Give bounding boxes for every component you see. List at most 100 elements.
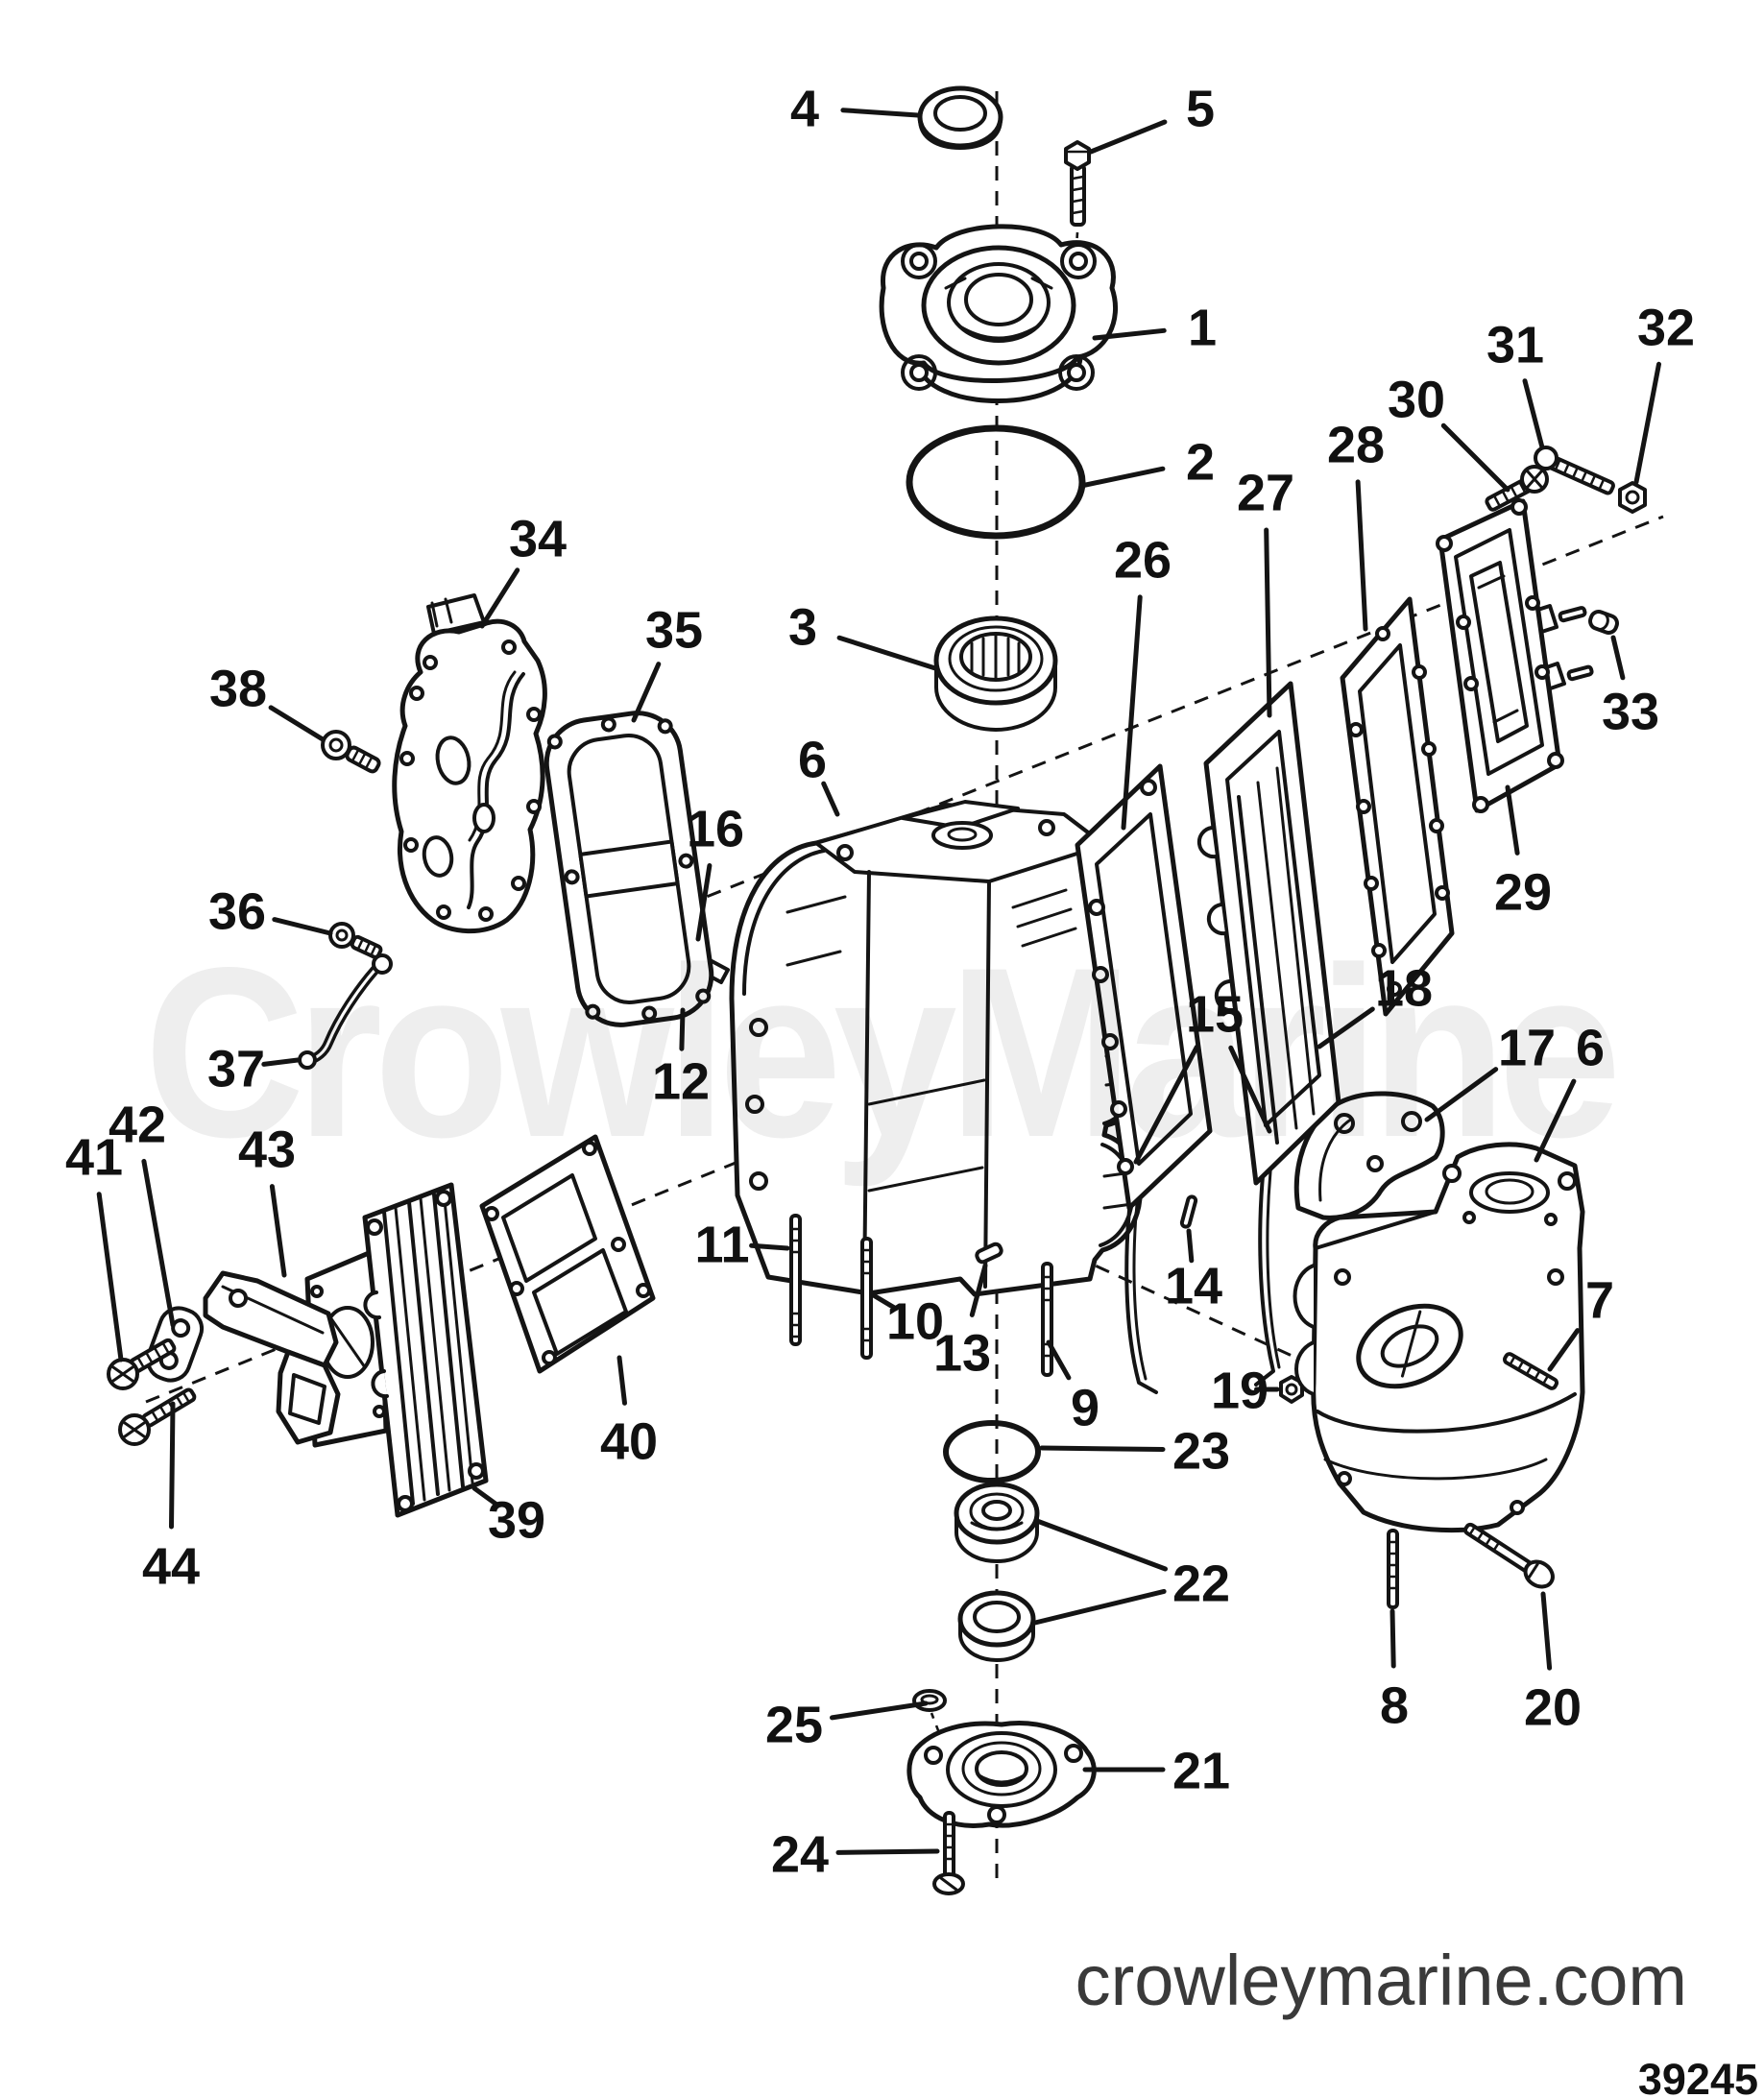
part-exhaust-divider-plate-27: [1196, 681, 1341, 1186]
callout-39: 39: [488, 1491, 545, 1549]
part-exhaust-cover-29: [1436, 498, 1594, 813]
part-reed-block-39: [362, 1182, 489, 1518]
leader-line-22: [1034, 1518, 1168, 1572]
callout-41: 41: [65, 1128, 123, 1186]
callout-36: 36: [208, 882, 266, 940]
callout-19: 19: [1211, 1362, 1269, 1419]
callout-4: 4: [790, 80, 819, 137]
callout-24: 24: [771, 1825, 829, 1883]
callout-31: 31: [1486, 316, 1544, 374]
part-bolt-5: [1064, 140, 1091, 227]
callout-17: 17: [1498, 1019, 1556, 1076]
part-water-jacket-gasket-26: [1075, 763, 1213, 1211]
leader-line-4: [840, 108, 921, 118]
leader-line-15: [1133, 1044, 1199, 1165]
callout-26: 26: [1114, 531, 1172, 589]
part-seal-washer-22b: [957, 1590, 1036, 1662]
callout-22: 22: [1172, 1555, 1230, 1612]
leader-line-40: [616, 1355, 627, 1406]
leader-line-31: [1522, 378, 1545, 450]
callout-6: 6: [1576, 1019, 1605, 1076]
callout-37: 37: [207, 1040, 265, 1097]
callout-38: 38: [209, 660, 267, 717]
leader-line-12: [679, 1007, 686, 1051]
leader-line-35: [631, 662, 662, 723]
callout-1: 1: [1188, 299, 1217, 356]
callout-18: 18: [1375, 959, 1433, 1017]
part-bolt-31: [1534, 446, 1615, 495]
leader-line-27: [1264, 527, 1272, 718]
callout-42: 42: [109, 1096, 166, 1153]
leader-line-33: [1610, 635, 1626, 681]
leader-line-11: [749, 1242, 790, 1251]
part-cylinder-block-6: [729, 800, 1147, 1297]
leader-line-43: [269, 1184, 287, 1278]
part-bypass-cover-34: [392, 593, 547, 934]
part-crankcase-half-6: [1293, 1142, 1585, 1533]
leader-line-20: [1540, 1591, 1553, 1671]
part-exhaust-cover-gasket-28: [1340, 596, 1455, 1017]
document-number: 39245: [1637, 2055, 1758, 2098]
callout-15: 15: [1186, 985, 1244, 1043]
leader-line-23: [1039, 1445, 1166, 1452]
part-lower-end-cap-21: [906, 1721, 1097, 1828]
part-pin-14: [1179, 1194, 1198, 1229]
leader-line-10: [869, 1291, 899, 1312]
leader-line-32: [1633, 361, 1661, 485]
callout-27: 27: [1237, 464, 1294, 521]
part-check-valve-link-37: [298, 953, 393, 1070]
leader-line-38: [268, 705, 326, 742]
leader-line-37: [261, 1057, 301, 1067]
leader-line-17: [1424, 1067, 1499, 1122]
callout-14: 14: [1165, 1257, 1222, 1314]
callout-20: 20: [1524, 1678, 1582, 1736]
footer-site-url: crowleymarine.com: [1075, 1941, 1687, 2020]
leader-line-26: [1121, 594, 1143, 831]
part-upper-end-cap-1: [879, 224, 1119, 403]
part-bracket-43: [203, 1270, 341, 1445]
callout-16: 16: [687, 800, 744, 857]
callout-5: 5: [1186, 80, 1215, 137]
leader-line-42: [141, 1158, 176, 1328]
leader-line-41: [96, 1192, 124, 1362]
callout-3: 3: [788, 598, 817, 656]
leader-line-36: [272, 917, 333, 936]
leader-line-9: [1046, 1339, 1072, 1381]
callout-2: 2: [1186, 433, 1215, 491]
callout-30: 30: [1388, 371, 1445, 428]
part-stud-7: [1502, 1352, 1559, 1390]
part-bolt-20: [1463, 1522, 1555, 1589]
part-screw-38: [321, 730, 381, 774]
leader-line-34: [479, 567, 520, 629]
leader-line-6: [1534, 1078, 1577, 1163]
part-stud-11: [789, 1214, 802, 1346]
part-thrust-washer-4: [917, 85, 1003, 150]
callout-43: 43: [238, 1121, 296, 1178]
leader-line-15: [1228, 1045, 1272, 1134]
part-o-ring-23: [943, 1420, 1041, 1483]
part-bolt-41: [107, 1338, 177, 1390]
part-bolt-24: [932, 1811, 965, 1895]
callout-21: 21: [1172, 1742, 1230, 1799]
leader-line-3: [836, 635, 938, 671]
callout-40: 40: [600, 1412, 658, 1470]
leader-line-30: [1440, 422, 1510, 493]
callout-6: 6: [798, 731, 827, 788]
leader-line-44: [169, 1401, 176, 1530]
callout-35: 35: [645, 601, 703, 659]
leader-line-8: [1389, 1608, 1396, 1669]
callout-34: 34: [509, 510, 567, 567]
callout-12: 12: [652, 1052, 710, 1110]
callout-44: 44: [142, 1537, 200, 1595]
leader-line-25: [830, 1700, 929, 1721]
callout-10: 10: [886, 1292, 944, 1350]
part-oil-seal-22a: [954, 1482, 1040, 1563]
part-nut-32: [1618, 481, 1647, 514]
leader-lines: [96, 108, 1661, 1855]
part-stud-8: [1387, 1529, 1399, 1609]
part-intake-gasket-40: [479, 1134, 656, 1374]
leader-line-16: [695, 863, 713, 942]
leader-line-2: [1078, 466, 1166, 489]
